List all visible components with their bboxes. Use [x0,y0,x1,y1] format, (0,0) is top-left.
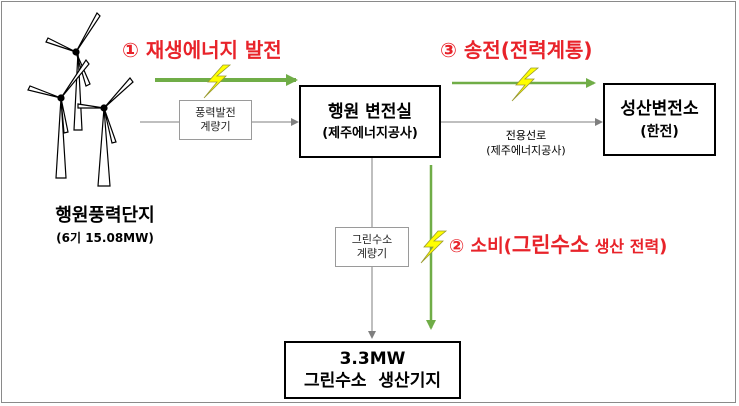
wind-farm-capacity: (6기 15.08MW) [56,231,154,245]
substation-box: 행원 변전실 (제주에너지공사) [299,85,441,158]
substation-name: 행원 변전실 [327,101,413,122]
wind-meter-box: 풍력발전 계량기 [179,100,252,140]
consumption-main: 그린수소 [511,233,590,257]
dedicated-line-owner: (제주에너지공사) [486,144,566,157]
wind-turbine-icon [27,12,134,187]
consumption-label: ② 소비(그린수소 생산 전력) [449,233,667,259]
dedicated-line-name: 전용선로 [505,129,547,142]
lightning-bolt-icon [203,64,232,99]
transmission-label: ③ 송전(전력계통) [440,38,593,62]
consumption-prefix: ② 소비( [449,236,512,257]
substation-owner: (제주에너지공사) [322,125,418,141]
h2-base-box: 3.3MW 그린수소 생산기지 [284,341,461,399]
grid-substation-box: 성산변전소 (한전) [603,83,716,156]
consumption-suffix: ) [659,236,668,257]
lightning-bolt-icon [511,67,540,102]
wind-meter-line1: 풍력발전 [195,106,236,119]
h2-base-name: 그린수소 생산기지 [304,371,441,391]
consumption-small: 생산 전력 [589,237,660,256]
grid-substation-name: 성산변전소 [620,98,699,119]
wind-meter-line2: 계량기 [200,120,231,133]
h2-meter-box: 그린수소 계량기 [335,227,409,267]
h2-meter-line1: 그린수소 [351,233,393,246]
h2-base-capacity: 3.3MW [339,349,406,369]
wind-farm-name: 행원풍력단지 [55,205,155,226]
generation-label: ① 재생에너지 발전 [122,38,282,62]
dedicated-line-label: 전용선로 (제주에너지공사) [466,128,586,158]
lightning-bolt-icon [420,230,448,264]
h2-meter-line2: 계량기 [356,247,388,260]
grid-substation-owner: (한전) [640,123,679,140]
